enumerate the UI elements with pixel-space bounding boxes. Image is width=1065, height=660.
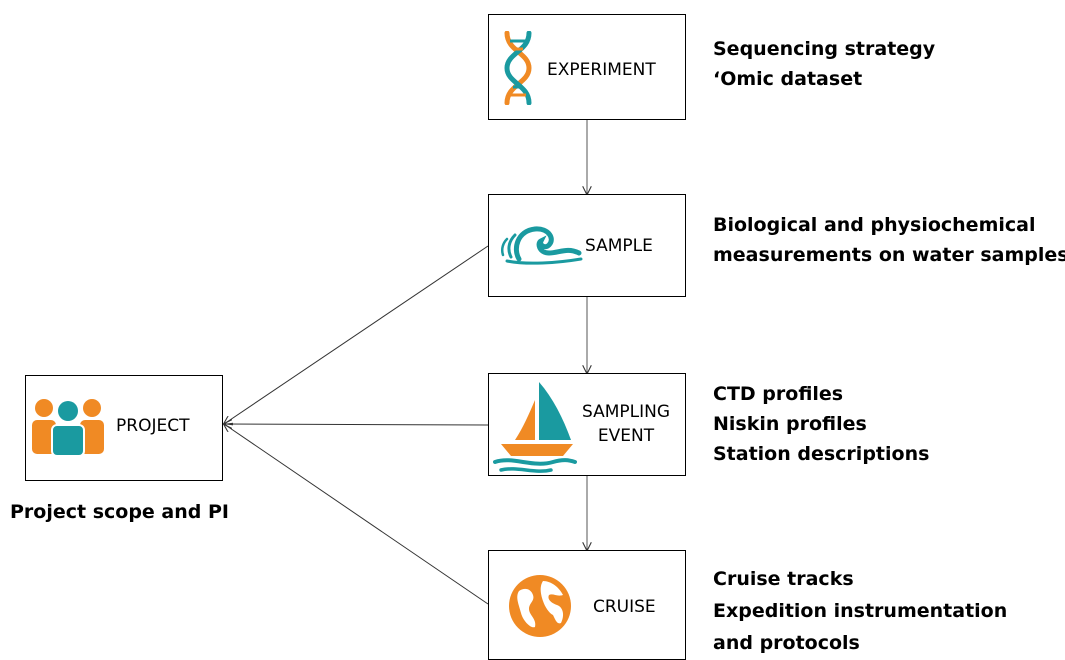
sample-description-line: measurements on water samples — [713, 244, 1065, 266]
project-box: PROJECT — [25, 375, 223, 481]
cruise-description: Cruise tracks Expedition instrumentation… — [713, 563, 1007, 659]
project-description: Project scope and PI — [10, 501, 229, 523]
cruise-box: CRUISE — [488, 550, 686, 660]
sampling-event-description-line: CTD profiles — [713, 383, 844, 405]
experiment-label: EXPERIMENT — [547, 60, 656, 80]
sampling-event-box: SAMPLING EVENT — [488, 373, 686, 476]
experiment-description: Sequencing strategy ‘Omic dataset — [713, 34, 935, 94]
cruise-description-line: and protocols — [713, 632, 860, 654]
sampling-event-label-line2: EVENT — [597, 426, 655, 446]
arrow-sampling-event-to-project — [224, 424, 489, 425]
sample-description: Biological and physiochemical measuremen… — [713, 210, 1065, 270]
sampling-event-label: SAMPLING EVENT — [573, 400, 679, 448]
wave-icon — [500, 226, 583, 265]
sailboat-icon — [493, 382, 577, 473]
sampling-event-description: CTD profiles Niskin profiles Station des… — [713, 379, 929, 469]
people-icon — [32, 399, 104, 457]
globe-icon — [509, 575, 571, 637]
experiment-description-line: Sequencing strategy — [713, 38, 936, 60]
project-label: PROJECT — [116, 416, 190, 436]
dna-icon — [504, 31, 532, 105]
experiment-description-line: ‘Omic dataset — [713, 68, 863, 90]
cruise-label: CRUISE — [593, 597, 656, 617]
arrow-cruise-to-project — [224, 424, 489, 605]
sampling-event-description-line: Niskin profiles — [713, 413, 867, 435]
sample-description-line: Biological and physiochemical — [713, 214, 1036, 236]
arrow-sample-to-project — [224, 245, 489, 424]
cruise-description-line: Cruise tracks — [713, 568, 854, 590]
sample-label: SAMPLE — [585, 236, 653, 256]
experiment-box: EXPERIMENT — [488, 14, 686, 120]
sampling-event-label-line1: SAMPLING — [581, 402, 671, 422]
sample-box: SAMPLE — [488, 194, 686, 297]
cruise-description-line: Expedition instrumentation — [713, 600, 1008, 622]
sampling-event-description-line: Station descriptions — [713, 443, 930, 465]
